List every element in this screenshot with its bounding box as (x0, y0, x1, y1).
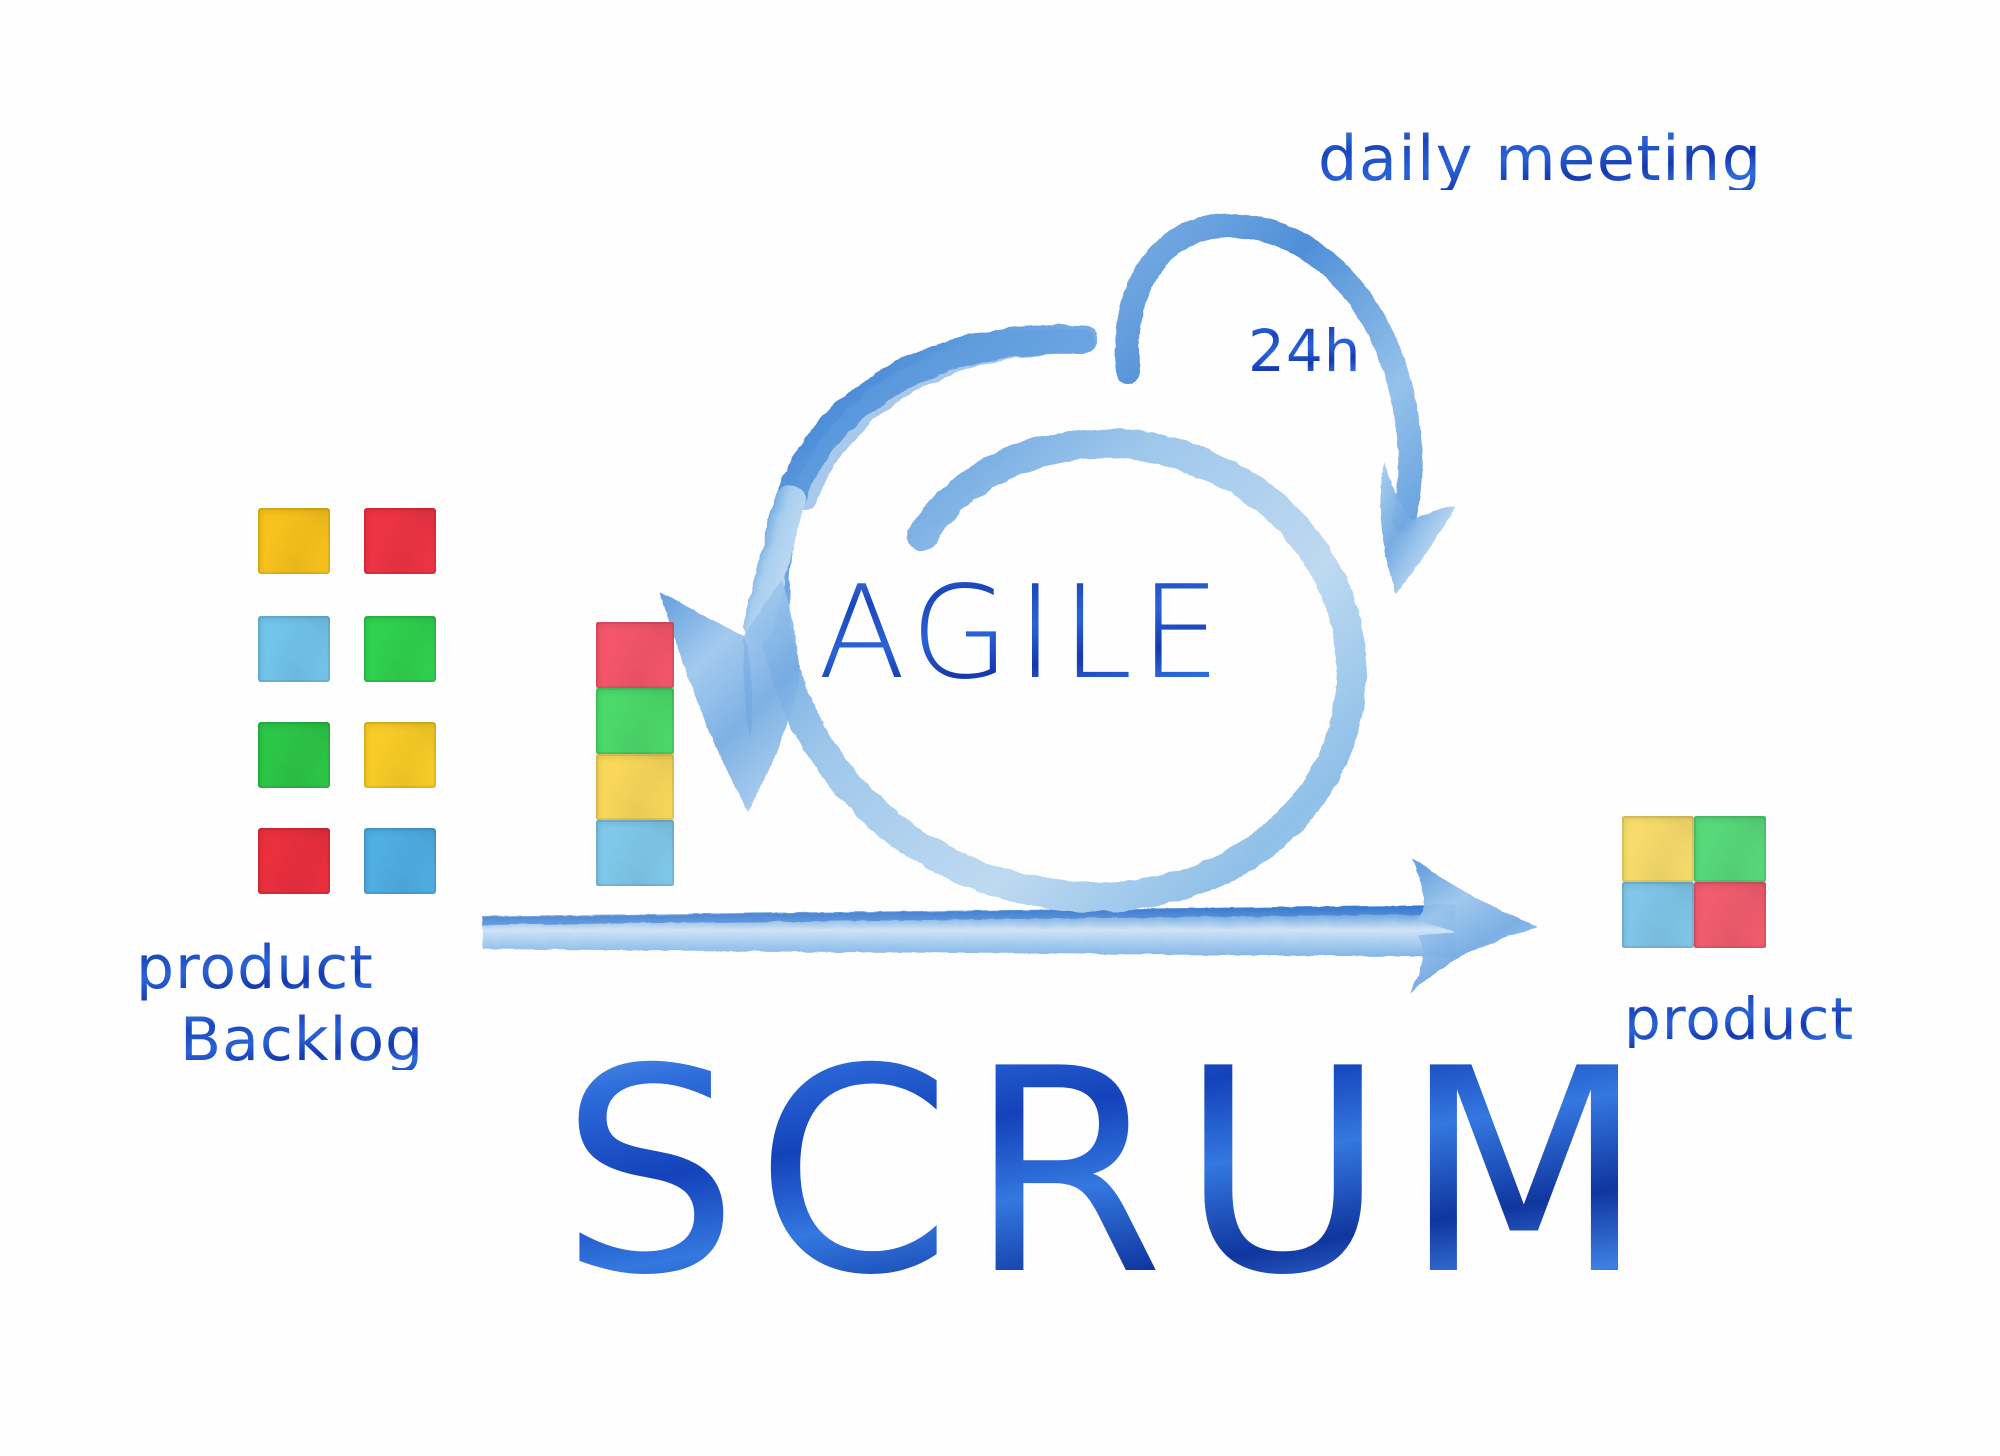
product-output-label: product (1624, 985, 1855, 1053)
daily-meeting-label: daily meeting (1318, 122, 1763, 195)
duration-label-24h: 24h (1248, 317, 1362, 385)
sprint-backlog-cell-1 (596, 622, 674, 688)
main-arrow (482, 858, 1538, 994)
product-backlog-label-line2: Backlog (180, 1005, 425, 1075)
backlog-swatch-r2c2 (364, 616, 436, 682)
product-swatch-r2c2 (1694, 882, 1766, 948)
product-swatch-r1c2 (1694, 816, 1766, 882)
scrum-title: SCRUM (560, 1008, 1662, 1337)
backlog-swatch-r1c2 (364, 508, 436, 574)
product-backlog-label: product Backlog (136, 938, 424, 1070)
sprint-backlog-cell-2 (596, 688, 674, 754)
backlog-swatch-r4c1 (258, 828, 330, 894)
daily-meeting-loop (1115, 213, 1456, 594)
backlog-swatch-r4c2 (364, 828, 436, 894)
backlog-swatch-r1c1 (258, 508, 330, 574)
sprint-backlog-cell-4 (596, 820, 674, 886)
main-arrow-head (1410, 858, 1538, 994)
product-backlog-label-line1: product (136, 933, 374, 1003)
daily-meeting-arrow-head (1380, 462, 1456, 594)
agile-label: AGILE (818, 559, 1228, 708)
product-swatch-r2c1 (1622, 882, 1694, 948)
product-swatch-r1c1 (1622, 816, 1694, 882)
backlog-swatch-r3c2 (364, 722, 436, 788)
backlog-swatch-r2c1 (258, 616, 330, 682)
sprint-backlog-cell-3 (596, 754, 674, 820)
sprint-cycle-arrow-head (660, 580, 800, 812)
backlog-swatch-r3c1 (258, 722, 330, 788)
